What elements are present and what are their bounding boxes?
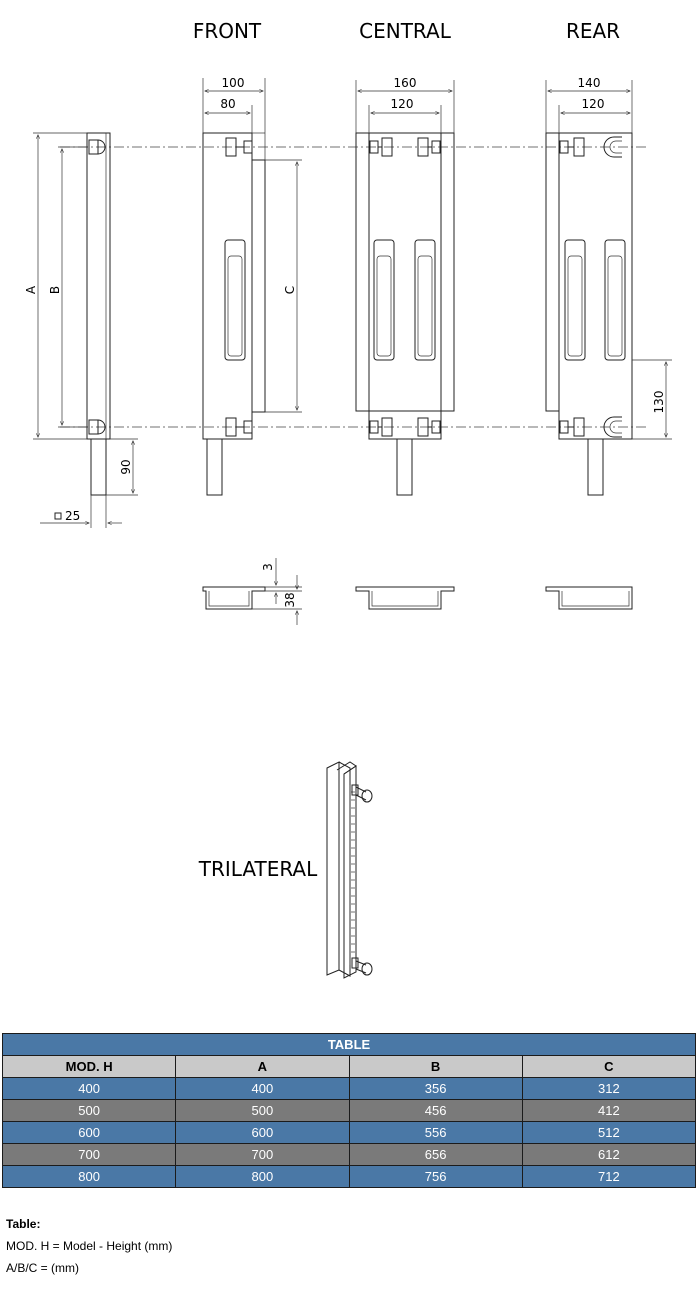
table-legend: Table: MOD. H = Model - Height (mm) A/B/… [6, 1213, 172, 1279]
table-cell: 556 [348, 1121, 523, 1144]
rear-bolts [559, 136, 622, 438]
table-cell: 400 [1, 1077, 177, 1100]
dim-foot-height: 90 [119, 459, 133, 474]
central-view: 160 120 [355, 76, 455, 496]
profile-central [355, 586, 455, 610]
dim-rear-inner: 120 [582, 97, 605, 111]
side-post [90, 438, 107, 496]
dim-central-outer: 160 [394, 76, 417, 90]
trilateral-isometric [326, 761, 373, 979]
front-post [206, 438, 223, 496]
dim-plate-thickness: 3 [261, 563, 275, 571]
table-cell: 712 [521, 1165, 697, 1188]
dim-post-square: 25 [65, 509, 80, 523]
rear-handle-right [604, 239, 626, 361]
spec-table: TABLE MOD. H A B C 400 400 356 312 500 5… [1, 1033, 697, 1188]
central-handle-left [373, 239, 395, 361]
table-cell: 612 [521, 1143, 697, 1166]
table-cell: 656 [348, 1143, 523, 1166]
view-title-trilateral: TRILATERAL [198, 857, 318, 881]
dim-rear-offset: 130 [652, 391, 666, 414]
central-handle-right [414, 239, 436, 361]
square-symbol [54, 512, 62, 520]
table-cell: 500 [1, 1099, 177, 1122]
table-cell: 500 [175, 1099, 350, 1122]
table-row: 600 600 556 512 [1, 1121, 697, 1144]
table-cell: 400 [175, 1077, 350, 1100]
table-cell: 800 [1, 1165, 177, 1188]
central-bolts [369, 137, 441, 437]
rear-view: 140 120 130 [545, 76, 672, 496]
table-row: 400 400 356 312 [1, 1077, 697, 1100]
pin-top [361, 789, 373, 803]
legend-line-units: A/B/C = (mm) [6, 1261, 80, 1275]
table-cell: 512 [521, 1121, 697, 1144]
legend-line-model: MOD. H = Model - Height (mm) [6, 1239, 173, 1253]
table-cell: 700 [175, 1143, 350, 1166]
legend-heading: Table: [6, 1217, 41, 1231]
table-cell: 356 [348, 1077, 523, 1100]
rear-handle-left [564, 239, 586, 361]
table-header-a: A [175, 1055, 350, 1078]
table-cell: 756 [348, 1165, 523, 1188]
dim-a-label: A [24, 285, 38, 294]
pin-bottom [361, 962, 373, 976]
table-row: 800 800 756 712 [1, 1165, 697, 1188]
dim-c-label: C [283, 286, 297, 294]
table-cell: 312 [521, 1077, 697, 1100]
view-title-central: CENTRAL [359, 19, 452, 43]
dim-front-outer: 100 [222, 76, 245, 90]
dim-front-inner: 80 [220, 97, 235, 111]
front-bolt-bottom [225, 417, 253, 437]
table-cell: 412 [521, 1099, 697, 1122]
table-title: TABLE [2, 1033, 696, 1056]
dim-rear-outer: 140 [578, 76, 601, 90]
view-title-rear: REAR [566, 19, 620, 43]
table-row: 500 500 456 412 [1, 1099, 697, 1122]
front-bolt-top [225, 137, 253, 157]
side-bolt-bottom [88, 419, 106, 435]
table-header-b: B [348, 1055, 523, 1078]
table-cell: 800 [175, 1165, 350, 1188]
side-view: A B 90 25 [24, 132, 138, 528]
table-row: 700 700 656 612 [1, 1143, 697, 1166]
rear-post [587, 438, 604, 496]
profile-rear [545, 586, 633, 610]
table-cell: 600 [1, 1121, 177, 1144]
table-header-c: C [521, 1055, 697, 1078]
front-handle [224, 239, 246, 361]
table-cell: 456 [348, 1099, 523, 1122]
table-cell: 700 [1, 1143, 177, 1166]
table-header-mod-h: MOD. H [1, 1055, 177, 1078]
view-title-front: FRONT [193, 19, 262, 43]
dim-profile-depth: 38 [283, 592, 297, 607]
table-cell: 600 [175, 1121, 350, 1144]
dim-b-label: B [48, 286, 62, 294]
profile-front: 3 38 [202, 558, 302, 625]
side-bolt-top [88, 139, 106, 155]
central-post [396, 438, 413, 496]
dim-central-inner: 120 [391, 97, 414, 111]
technical-drawing: FRONT CENTRAL REAR A B 90 [24, 19, 672, 979]
front-view: 100 80 C [202, 76, 302, 496]
